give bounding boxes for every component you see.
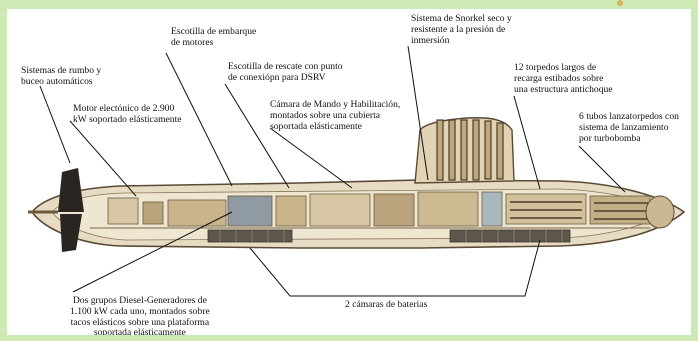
label-torpedo-tubes: 6 tubos lanzatorpedos con sistema de lan… [579,111,679,144]
label-torpedo-storage: 12 torpedos largos de recarga estibados … [514,62,613,95]
lower-rudder [60,214,82,252]
label-rescue-hatch: Escotilla de rescate con punto de conexi… [228,61,343,83]
label-engine-hatch: Escotilla de embarque de motores [171,26,257,48]
label-diesel-generators: Dos grupos Diesel-Generadores de 1.100 k… [70,295,210,339]
label-steering-systems: Sistemas de rumbo y buceo automáticos [21,65,102,87]
label-snorkel-system: Sistema de Snorkel seco y resistente a l… [411,13,512,46]
label-electric-motor: Motor electónico de 2.900 kW soportado e… [73,103,182,125]
rudder [58,168,84,212]
label-command-room: Cámara de Mando y Habilitación, montados… [270,99,401,132]
label-battery-rooms: 2 cámaras de baterias [345,299,428,310]
